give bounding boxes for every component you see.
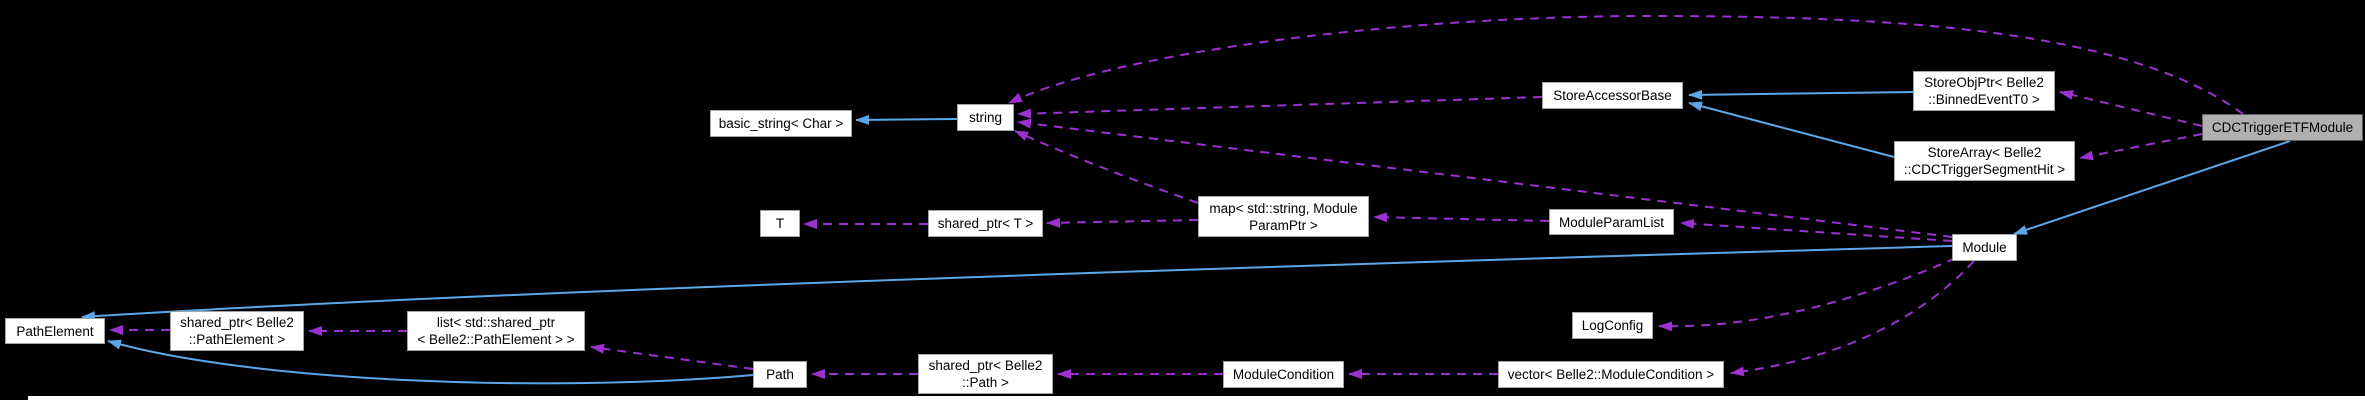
- node-map_param[interactable]: map< std::string, Module ParamPtr >: [1198, 196, 1369, 237]
- edge-module-to-vector_module_condition: [1730, 260, 1975, 377]
- node-store_obj_ptr[interactable]: StoreObjPtr< Belle2 ::BinnedEventT0 >: [1913, 71, 2055, 111]
- edge-cdc_trigger_etf_module-to-module: [2013, 140, 2291, 235]
- edge-store_array-to-store_accessor_base: [1688, 101, 1895, 158]
- node-string[interactable]: string: [957, 104, 1014, 131]
- node-module_condition[interactable]: ModuleCondition: [1223, 361, 1344, 388]
- edge-store_obj_ptr-to-store_accessor_base: [1688, 89, 1914, 100]
- node-shared_ptr_path[interactable]: shared_ptr< Belle2 ::Path >: [918, 354, 1053, 394]
- node-module_param_list[interactable]: ModuleParamList: [1549, 209, 1674, 235]
- edge-module-to-log_config: [1658, 257, 1957, 332]
- edge-cdc_trigger_etf_module-to-store_obj_ptr: [2059, 90, 2203, 127]
- node-t[interactable]: T: [760, 210, 800, 237]
- page-bottom-strip: [28, 396, 2365, 400]
- edge-module-to-string: [1017, 118, 1953, 238]
- node-store_array[interactable]: StoreArray< Belle2 ::CDCTriggerSegmentHi…: [1894, 141, 2075, 181]
- edge-path-to-path_element: [107, 339, 754, 385]
- node-path[interactable]: Path: [753, 361, 807, 388]
- node-vector_module_condition[interactable]: vector< Belle2::ModuleCondition >: [1498, 361, 1724, 388]
- edge-module_param_list-to-map_param: [1373, 212, 1550, 223]
- node-shared_ptr_path_element[interactable]: shared_ptr< Belle2 ::PathElement >: [170, 311, 304, 351]
- node-shared_ptr_t[interactable]: shared_ptr< T >: [928, 210, 1043, 237]
- node-log_config[interactable]: LogConfig: [1572, 312, 1653, 339]
- edge-map_param-to-shared_ptr_t: [1046, 217, 1199, 228]
- node-store_accessor_base[interactable]: StoreAccessorBase: [1542, 82, 1683, 109]
- edge-module-to-path_element: [81, 245, 1953, 322]
- edge-path-to-list_shared_ptr_path_element: [590, 343, 754, 370]
- node-cdc_trigger_etf_module: CDCTriggerETFModule: [2202, 114, 2363, 141]
- edge-cdc_trigger_etf_module-to-store_array: [2079, 133, 2203, 161]
- edge-string-to-basic_string: [855, 114, 958, 125]
- edge-store_accessor_base-to-string: [1017, 96, 1543, 119]
- edge-module-to-module_param_list: [1680, 218, 1953, 242]
- node-module[interactable]: Module: [1952, 234, 2017, 261]
- edge-cdc_trigger_etf_module-to-string: [1008, 14, 2244, 115]
- edge-map_param-to-string: [1014, 130, 1199, 204]
- node-basic_string[interactable]: basic_string< Char >: [710, 110, 852, 137]
- node-path_element[interactable]: PathElement: [5, 318, 105, 344]
- node-list_shared_ptr_path_element[interactable]: list< std::shared_ptr < Belle2::PathElem…: [407, 311, 585, 351]
